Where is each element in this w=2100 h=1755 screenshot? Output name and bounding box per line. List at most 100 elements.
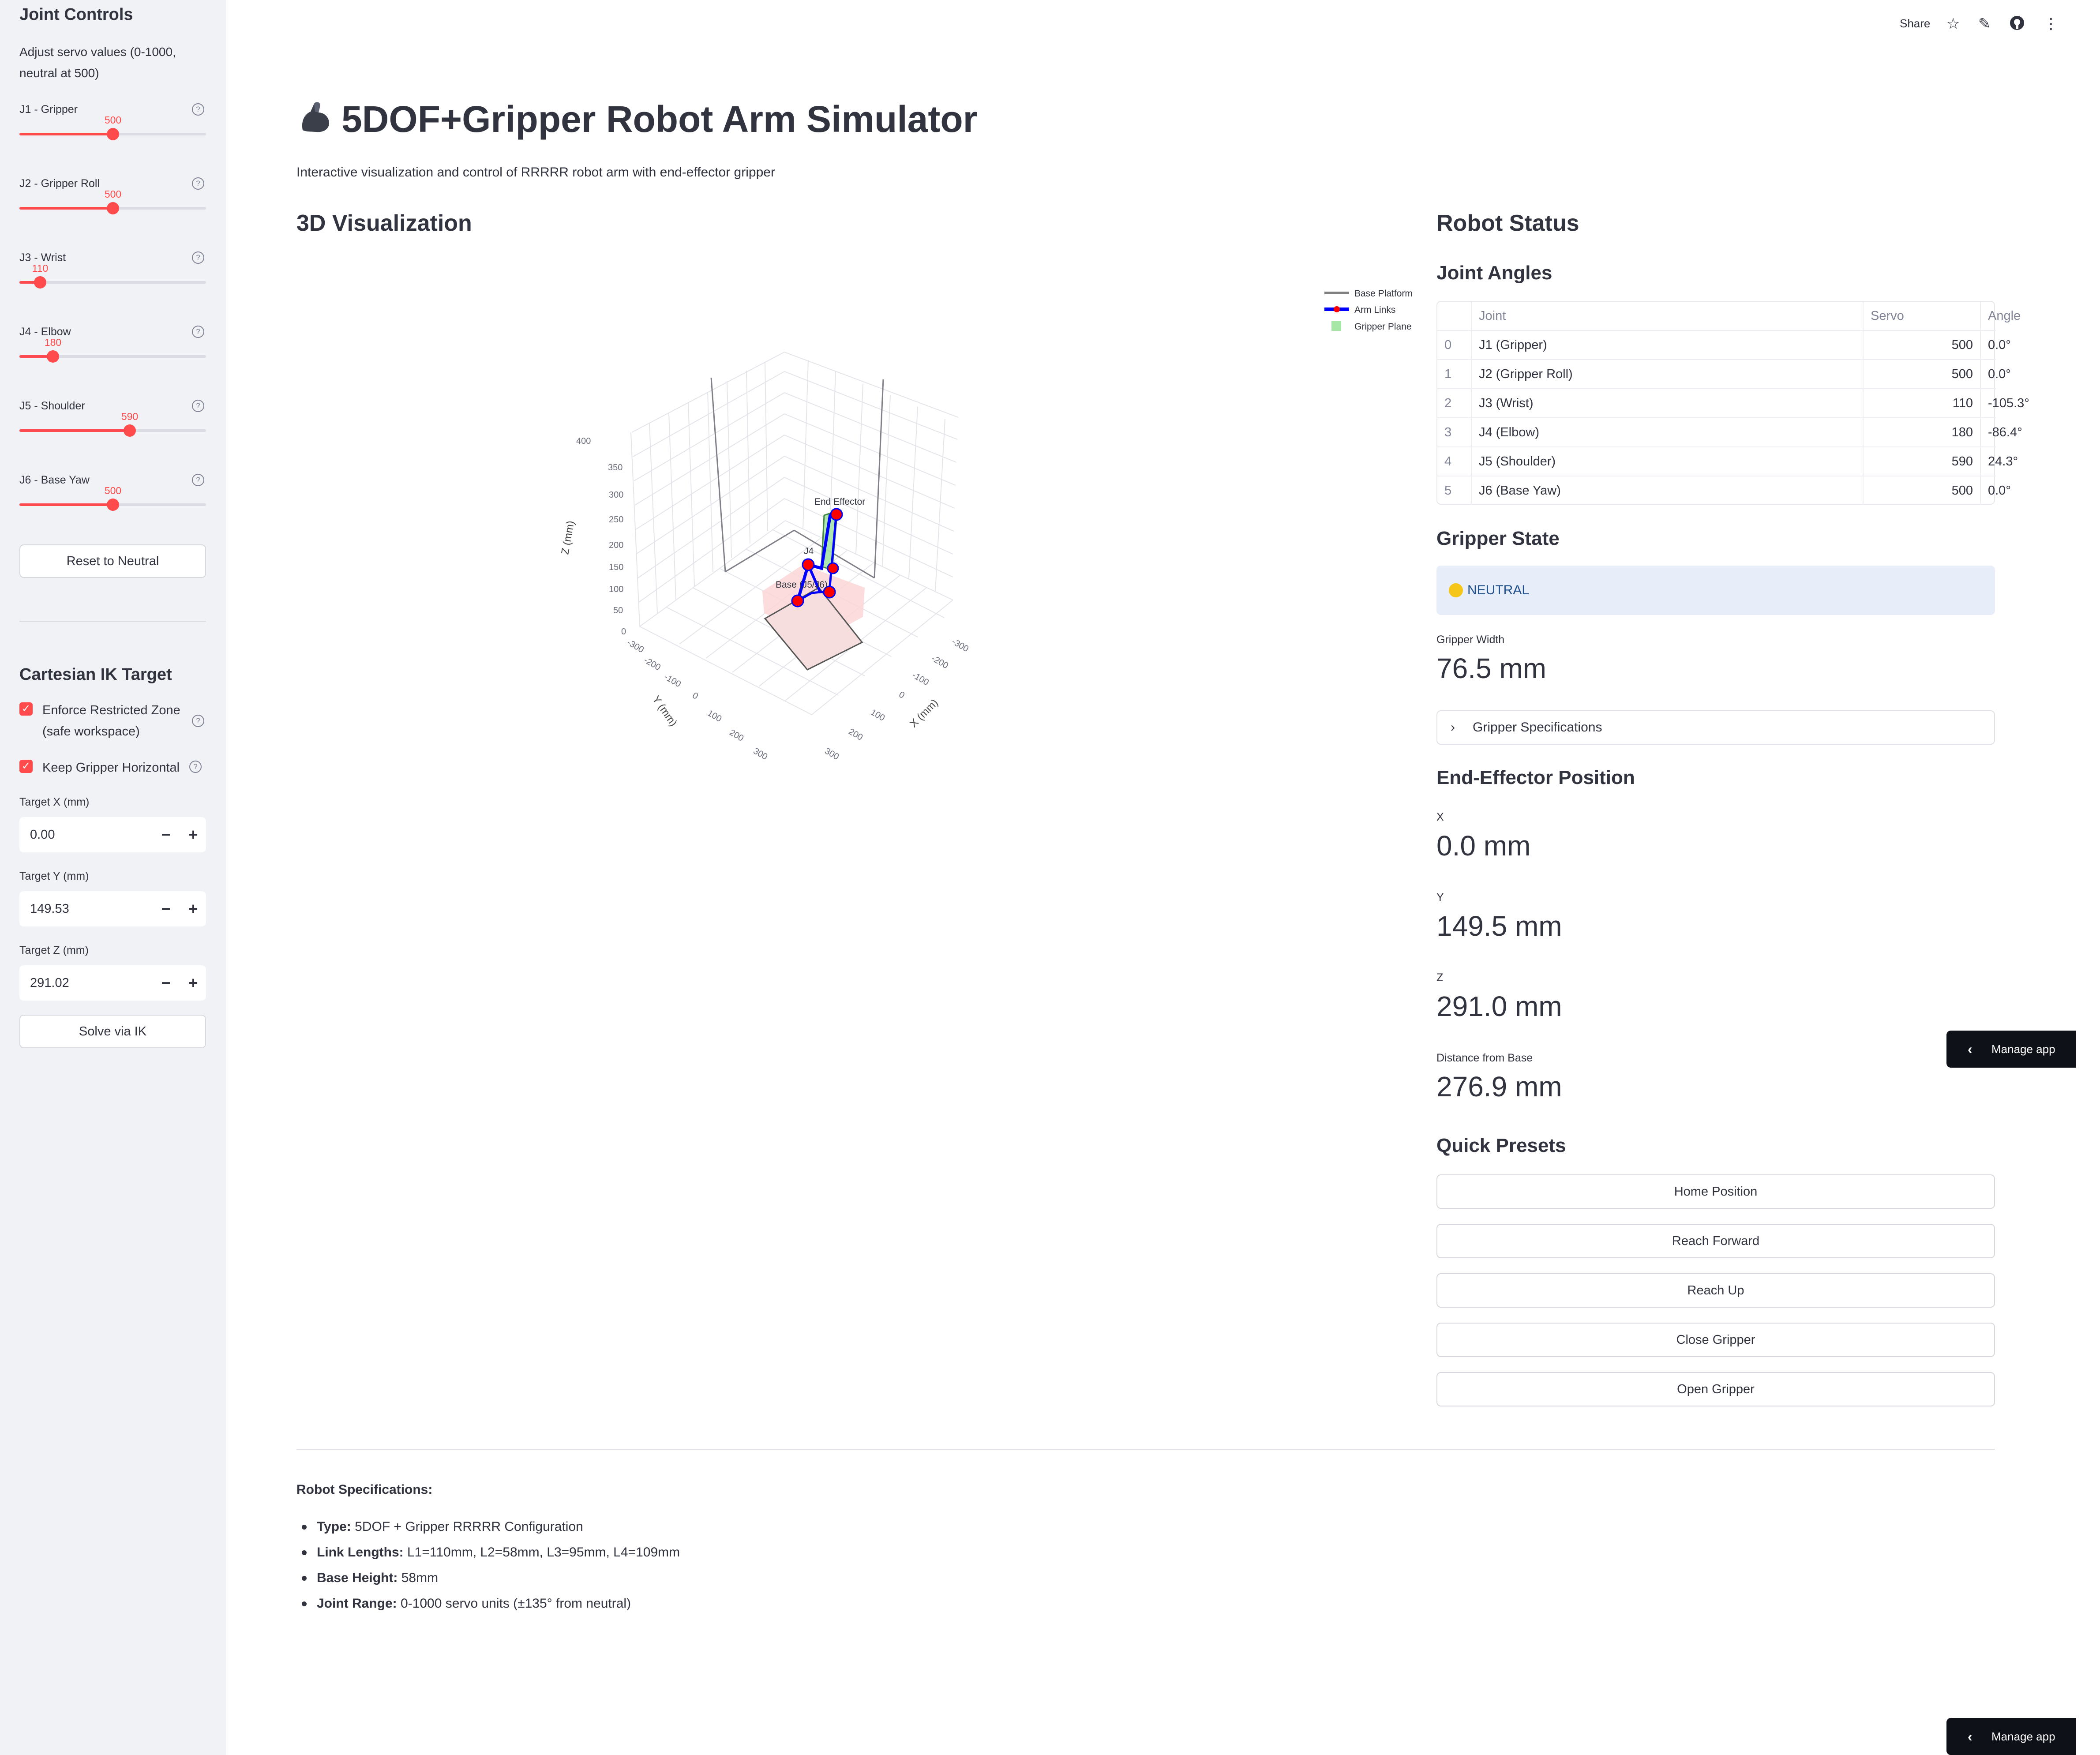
- target-z-value[interactable]: 291.02: [30, 976, 69, 990]
- help-icon[interactable]: ?: [192, 715, 204, 727]
- share-button[interactable]: Share: [1900, 17, 1931, 30]
- open-gripper-button[interactable]: Open Gripper: [1436, 1372, 1995, 1406]
- joint-marker: [823, 585, 836, 599]
- increment-icon[interactable]: +: [188, 974, 198, 992]
- ee-x-label: X: [1436, 811, 1444, 823]
- table-row[interactable]: 2 J3 (Wrist) 110 -105.3°: [1437, 389, 2029, 418]
- z-tick: 400: [576, 436, 591, 446]
- slider-label: J6 - Base Yaw: [19, 474, 90, 486]
- more-vertical-icon[interactable]: ⋮: [2044, 15, 2059, 32]
- slider-track[interactable]: 500: [19, 188, 206, 214]
- help-icon[interactable]: ?: [189, 761, 202, 773]
- robot-status-title: Robot Status: [1436, 210, 1579, 236]
- pencil-icon[interactable]: ✎: [1978, 15, 1991, 32]
- x-tick: -100: [911, 670, 931, 687]
- slider-thumb[interactable]: [34, 276, 46, 289]
- slider-thumb[interactable]: [47, 350, 59, 363]
- table-row[interactable]: 3 J4 (Elbow) 180 -86.4°: [1437, 418, 2022, 447]
- manage-app-button-bottom[interactable]: ‹ Manage app: [1946, 1718, 2076, 1755]
- help-icon[interactable]: ?: [192, 177, 204, 190]
- joint-controls-title: Joint Controls: [19, 5, 133, 24]
- slider-thumb[interactable]: [107, 128, 119, 140]
- target-y-input[interactable]: 149.53 − +: [19, 891, 206, 926]
- table-header-cell[interactable]: [1437, 302, 1472, 330]
- table-cell: 110: [1864, 389, 1981, 417]
- increment-icon[interactable]: +: [188, 900, 198, 918]
- legend-base-platform-label[interactable]: Base Platform: [1354, 289, 1413, 299]
- table-cell: 180: [1864, 418, 1981, 446]
- slider-value: 500: [104, 114, 122, 126]
- slider-thumb[interactable]: [124, 424, 136, 437]
- solve-via-ik-button[interactable]: Solve via IK: [19, 1015, 206, 1048]
- legend-arm-links-label[interactable]: Arm Links: [1354, 305, 1395, 315]
- main-divider: [296, 1449, 1995, 1450]
- slider-track[interactable]: 180: [19, 337, 206, 363]
- legend-gripper-plane-label[interactable]: Gripper Plane: [1354, 322, 1412, 332]
- target-x-input[interactable]: 0.00 − +: [19, 817, 206, 852]
- table-cell: 24.3°: [1988, 454, 2018, 469]
- reset-to-neutral-button[interactable]: Reset to Neutral: [19, 544, 206, 578]
- list-item: Base Height: 58mm: [296, 1565, 1355, 1591]
- 3d-plot[interactable]: Base Platform Arm Links Gripper Plane: [521, 274, 1447, 803]
- target-x-value[interactable]: 0.00: [30, 828, 55, 842]
- manage-app-button[interactable]: ‹ Manage app: [1946, 1031, 2076, 1068]
- slider-track[interactable]: 110: [19, 262, 206, 289]
- slider-value: 590: [121, 411, 139, 422]
- joint-angles-table[interactable]: Joint Servo Angle 0 J1 (Gripper) 500 0.0…: [1436, 301, 2029, 506]
- legend-arm-links-marker: [1334, 306, 1340, 312]
- table-row[interactable]: 4 J5 (Shoulder) 590 24.3°: [1437, 447, 2018, 476]
- joint-controls-description: Adjust servo values (0-1000, neutral at …: [19, 45, 176, 80]
- increment-icon[interactable]: +: [188, 825, 198, 844]
- gripper-width-label: Gripper Width: [1436, 634, 1505, 646]
- slider-thumb[interactable]: [107, 202, 119, 214]
- slider-j1-gripper: J1 - Gripper ? 500: [19, 103, 206, 169]
- gripper-specifications-expander[interactable]: › Gripper Specifications: [1436, 710, 1995, 745]
- joint-marker-j4: [802, 558, 815, 571]
- checkbox-check-icon[interactable]: ✓: [19, 702, 33, 716]
- table-header-cell[interactable]: Servo: [1864, 302, 1981, 330]
- slider-thumb[interactable]: [107, 499, 119, 511]
- checkbox-check-icon[interactable]: ✓: [19, 760, 33, 773]
- slider-track[interactable]: 500: [19, 485, 206, 511]
- table-row[interactable]: 1 J2 (Gripper Roll) 500 0.0°: [1437, 360, 2011, 389]
- reach-up-button[interactable]: Reach Up: [1436, 1273, 1995, 1308]
- slider-fill: [19, 429, 130, 432]
- z-axis-ticks: 0 50 100 150 200 250 300 350 400: [576, 436, 626, 637]
- table-header-cell[interactable]: Angle: [1988, 309, 2021, 323]
- slider-track[interactable]: 500: [19, 114, 206, 140]
- sidebar: Joint Controls Adjust servo values (0-10…: [0, 0, 226, 1755]
- help-icon[interactable]: ?: [192, 474, 204, 486]
- table-row[interactable]: 5 J6 (Base Yaw) 500 0.0°: [1437, 476, 2011, 506]
- help-icon[interactable]: ?: [192, 251, 204, 264]
- table-header-cell[interactable]: Joint: [1472, 302, 1864, 330]
- help-icon[interactable]: ?: [192, 103, 204, 116]
- home-position-button[interactable]: Home Position: [1436, 1174, 1995, 1209]
- help-icon[interactable]: ?: [192, 400, 204, 412]
- chevron-right-icon: ›: [1451, 720, 1455, 735]
- joint-marker-base: [791, 594, 804, 608]
- close-gripper-button[interactable]: Close Gripper: [1436, 1323, 1995, 1357]
- help-icon[interactable]: ?: [192, 326, 204, 338]
- checkbox-label: Enforce Restricted Zone (safe workspace): [42, 703, 180, 739]
- z-tick: 100: [609, 585, 623, 594]
- checkbox-label: Keep Gripper Horizontal: [42, 761, 180, 775]
- reach-forward-button[interactable]: Reach Forward: [1436, 1224, 1995, 1258]
- enforce-restricted-zone-checkbox[interactable]: ✓ Enforce Restricted Zone (safe workspac…: [19, 700, 206, 742]
- annotation-base: Base (J5/J6): [776, 580, 828, 590]
- target-z-input[interactable]: 291.02 − +: [19, 965, 206, 1001]
- github-icon[interactable]: [2009, 15, 2025, 35]
- target-y-value[interactable]: 149.53: [30, 902, 69, 916]
- legend-gripper-plane-swatch: [1331, 321, 1341, 331]
- y-tick: 200: [728, 728, 746, 743]
- decrement-icon[interactable]: −: [161, 825, 171, 844]
- slider-track[interactable]: 590: [19, 411, 206, 437]
- annotation-j4: J4: [804, 546, 814, 556]
- keep-gripper-horizontal-checkbox[interactable]: ✓ Keep Gripper Horizontal ?: [19, 757, 206, 778]
- table-cell: 0.0°: [1988, 367, 2011, 381]
- table-row[interactable]: 0 J1 (Gripper) 500 0.0°: [1437, 331, 2011, 360]
- star-icon[interactable]: ☆: [1946, 15, 1960, 32]
- joint-angles-title: Joint Angles: [1436, 262, 1552, 284]
- slider-label: J5 - Shoulder: [19, 400, 85, 412]
- decrement-icon[interactable]: −: [161, 974, 171, 992]
- decrement-icon[interactable]: −: [161, 900, 171, 918]
